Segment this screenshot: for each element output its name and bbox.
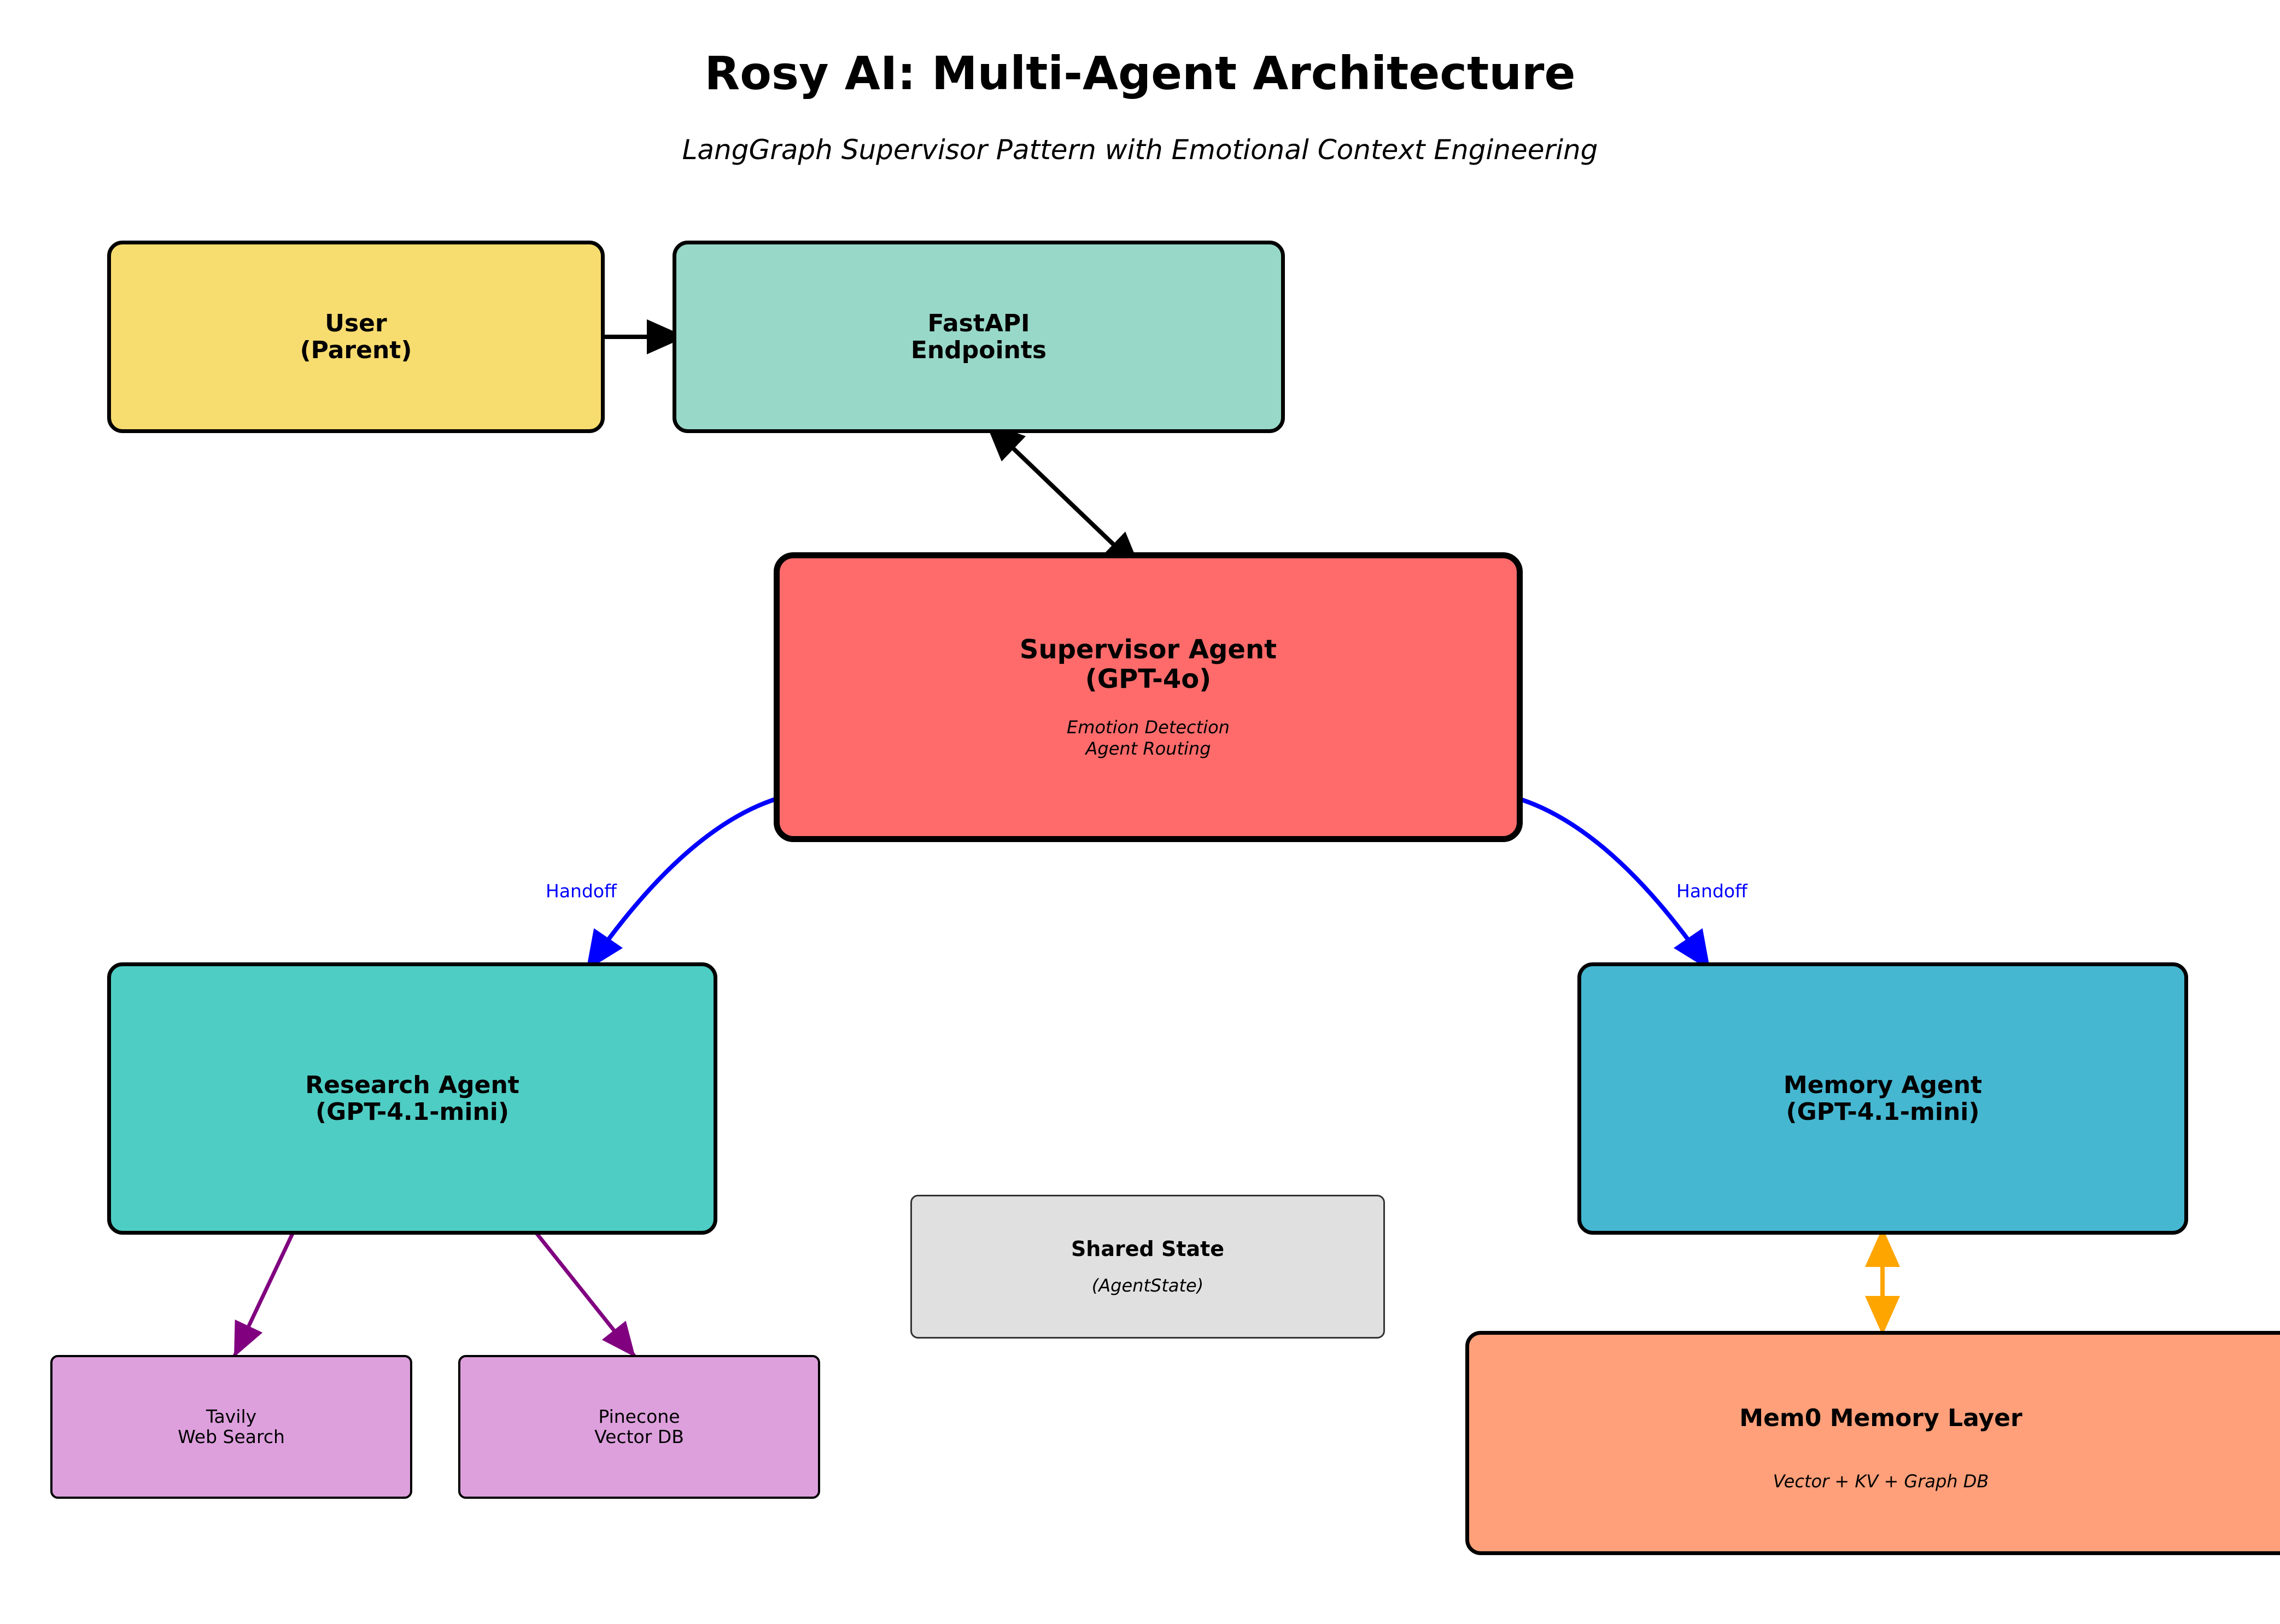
pinecone-node-label: Pinecone Vector DB bbox=[594, 1405, 684, 1447]
shared-state-node: Shared State (AgentState) bbox=[910, 1195, 1385, 1339]
supervisor-node-label: Supervisor Agent (GPT-4o) bbox=[1019, 634, 1277, 694]
user-node: User (Parent) bbox=[107, 241, 605, 433]
supervisor-node: Supervisor Agent (GPT-4o) Emotion Detect… bbox=[774, 552, 1523, 842]
supervisor-node-detail: Emotion Detection Agent Routing bbox=[1067, 717, 1230, 759]
user-node-label: User (Parent) bbox=[300, 309, 412, 364]
mem0-node-content: Mem0 Memory Layer Vector + KV + Graph DB bbox=[1474, 1394, 2280, 1492]
fastapi-node: FastAPI Endpoints bbox=[673, 241, 1285, 433]
edge-research-pinecone bbox=[526, 1220, 637, 1359]
pinecone-node: Pinecone Vector DB bbox=[458, 1355, 820, 1499]
mem0-node: Mem0 Memory Layer Vector + KV + Graph DB bbox=[1465, 1331, 2280, 1555]
diagram-subtitle: LangGraph Supervisor Pattern with Emotio… bbox=[682, 134, 1598, 166]
fastapi-node-label: FastAPI Endpoints bbox=[910, 309, 1047, 364]
handoff-label-right: Handoff bbox=[1676, 880, 1747, 902]
memory-agent-label: Memory Agent (GPT-4.1-mini) bbox=[1783, 1071, 1983, 1126]
tavily-node-label: Tavily Web Search bbox=[178, 1405, 285, 1447]
tavily-node: Tavily Web Search bbox=[50, 1355, 412, 1499]
research-agent-label: Research Agent (GPT-4.1-mini) bbox=[305, 1071, 519, 1126]
edge-research-tavily bbox=[232, 1221, 300, 1358]
edge-fastapi-supervisor bbox=[984, 420, 1143, 573]
diagram-title: Rosy AI: Multi-Agent Architecture bbox=[704, 46, 1576, 100]
handoff-label-left: Handoff bbox=[546, 880, 617, 902]
memory-agent-node: Memory Agent (GPT-4.1-mini) bbox=[1577, 962, 2188, 1235]
mem0-node-label: Mem0 Memory Layer bbox=[1739, 1404, 2022, 1433]
shared-state-detail: (AgentState) bbox=[1091, 1275, 1204, 1296]
shared-state-label: Shared State bbox=[1071, 1237, 1225, 1261]
mem0-node-detail: Vector + KV + Graph DB bbox=[1773, 1471, 1989, 1492]
research-agent-node: Research Agent (GPT-4.1-mini) bbox=[107, 962, 717, 1235]
